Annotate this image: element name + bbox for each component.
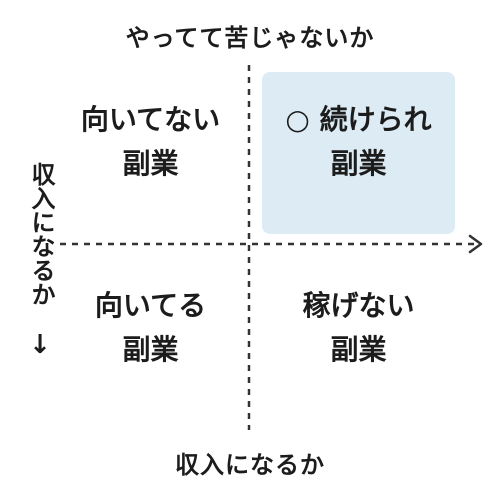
horizontal-axis-arrowhead — [468, 234, 483, 254]
quadrant-top-left-line1: 向いてない — [80, 103, 221, 136]
quadrant-bottom-left-line2: 副業 — [122, 333, 179, 366]
horizontal-axis-left-label: 収入になるか — [27, 162, 55, 306]
horizontal-axis-bottom-label: 収入になるか — [175, 451, 325, 479]
quadrant-top-left-line2: 副業 — [122, 147, 179, 180]
quadrant-bottom-right-line1: 稼げない — [302, 289, 415, 322]
quadrant-top-right-line2: 副業 — [330, 147, 387, 180]
highlight-quadrant-box — [262, 72, 455, 234]
quadrant-bottom-right: 稼げない 副業 — [262, 284, 455, 372]
down-arrow-icon: ↓ — [29, 330, 51, 360]
quadrant-top-right: ○ 続けられ 副業 — [262, 98, 455, 186]
quadrant-bottom-left: 向いてる 副業 — [48, 284, 253, 372]
quadrant-bottom-right-line2: 副業 — [330, 333, 387, 366]
quadrant-top-right-line1: ○ 続けられ — [285, 103, 432, 136]
quadrant-bottom-left-line1: 向いてる — [94, 289, 207, 322]
vertical-axis-top-label: やってて苦じゃないか — [125, 24, 375, 52]
quadrant-top-left: 向いてない 副業 — [48, 98, 253, 186]
